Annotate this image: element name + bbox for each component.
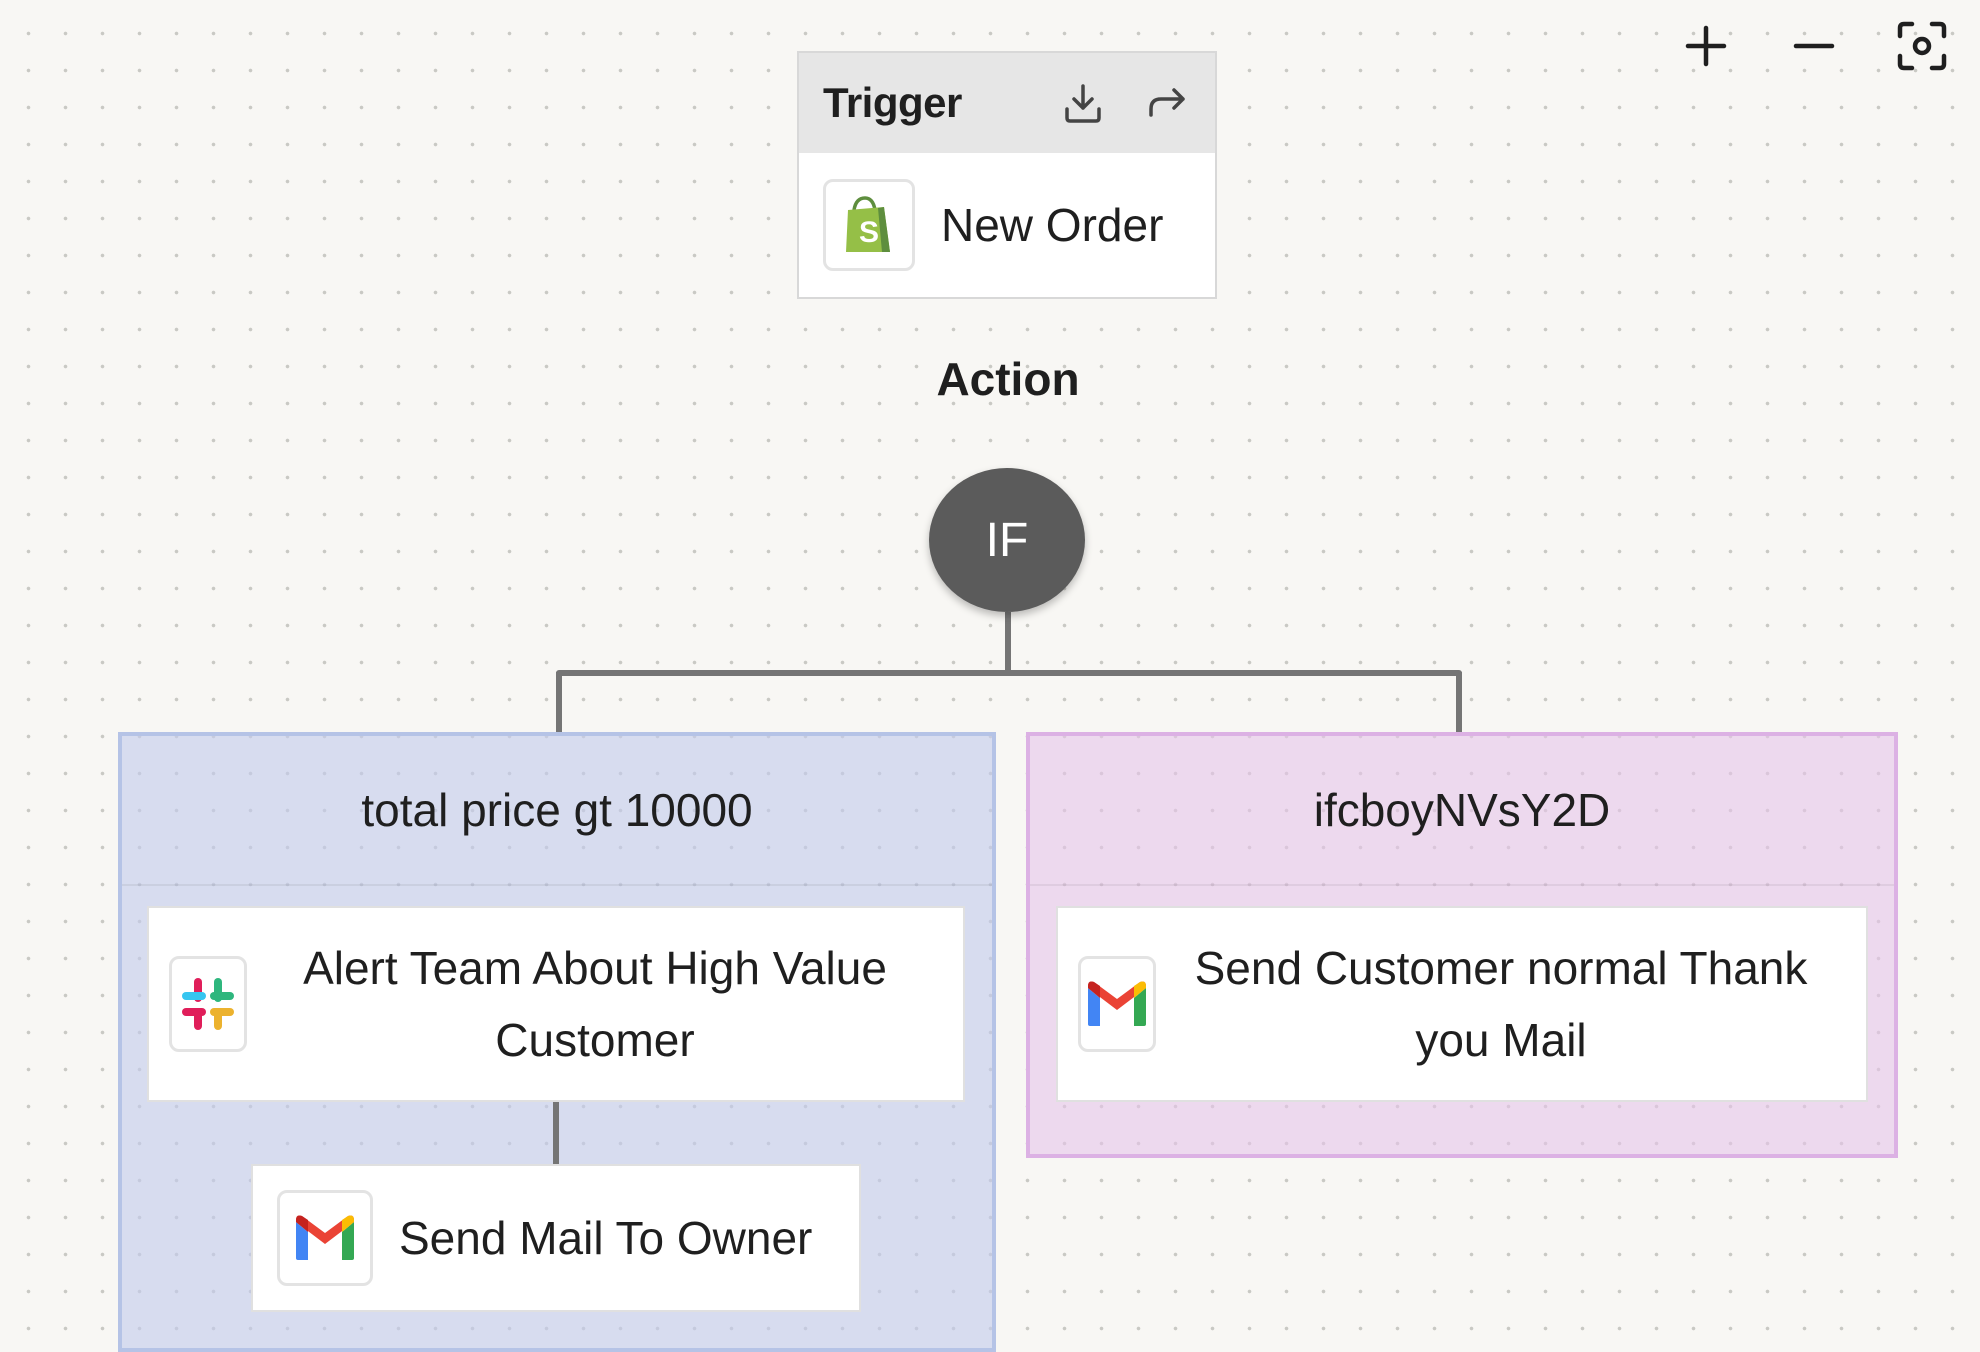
if-label: IF: [985, 513, 1029, 567]
if-condition-node[interactable]: IF: [929, 468, 1085, 612]
trigger-event-label: New Order: [941, 199, 1164, 251]
step-card-slack-alert[interactable]: Alert Team About High Value Customer: [147, 906, 965, 1102]
trigger-card[interactable]: Trigger S New Order: [797, 51, 1217, 299]
plus-icon: [1685, 25, 1727, 67]
step-card-customer-thank-you[interactable]: Send Customer normal Thank you Mail: [1056, 906, 1868, 1102]
trigger-title: Trigger: [823, 79, 962, 126]
gmail-icon: [1078, 956, 1156, 1052]
gmail-icon: [277, 1190, 373, 1286]
zoom-out-button[interactable]: [1782, 14, 1846, 78]
branch-connector-left: [556, 672, 562, 734]
branch-condition-title: total price gt 10000: [122, 736, 992, 886]
shopify-icon: S: [823, 179, 915, 271]
slack-icon: [169, 956, 247, 1052]
step-card-mail-owner[interactable]: Send Mail To Owner: [251, 1164, 861, 1312]
action-heading: Action: [936, 353, 1080, 405]
trigger-header: Trigger: [799, 53, 1215, 153]
download-icon[interactable]: [1059, 79, 1107, 127]
focus-icon: [1897, 21, 1947, 71]
zoom-in-button[interactable]: [1674, 14, 1738, 78]
forward-arrow-icon[interactable]: [1143, 79, 1191, 127]
svg-text:S: S: [859, 216, 879, 249]
branch-condition-title: ifcboyNVsY2D: [1030, 736, 1894, 886]
step-label: Send Customer normal Thank you Mail: [1194, 942, 1808, 1066]
branch-connector-right: [1456, 672, 1462, 734]
trigger-body: S New Order: [799, 153, 1215, 297]
branch-connector-horizontal: [556, 670, 1462, 676]
step-connector: [553, 1102, 559, 1166]
fit-view-button[interactable]: [1890, 14, 1954, 78]
step-label: Alert Team About High Value Customer: [303, 942, 887, 1066]
if-connector-vertical: [1005, 612, 1011, 672]
step-label: Send Mail To Owner: [399, 1212, 813, 1264]
minus-icon: [1793, 43, 1835, 49]
